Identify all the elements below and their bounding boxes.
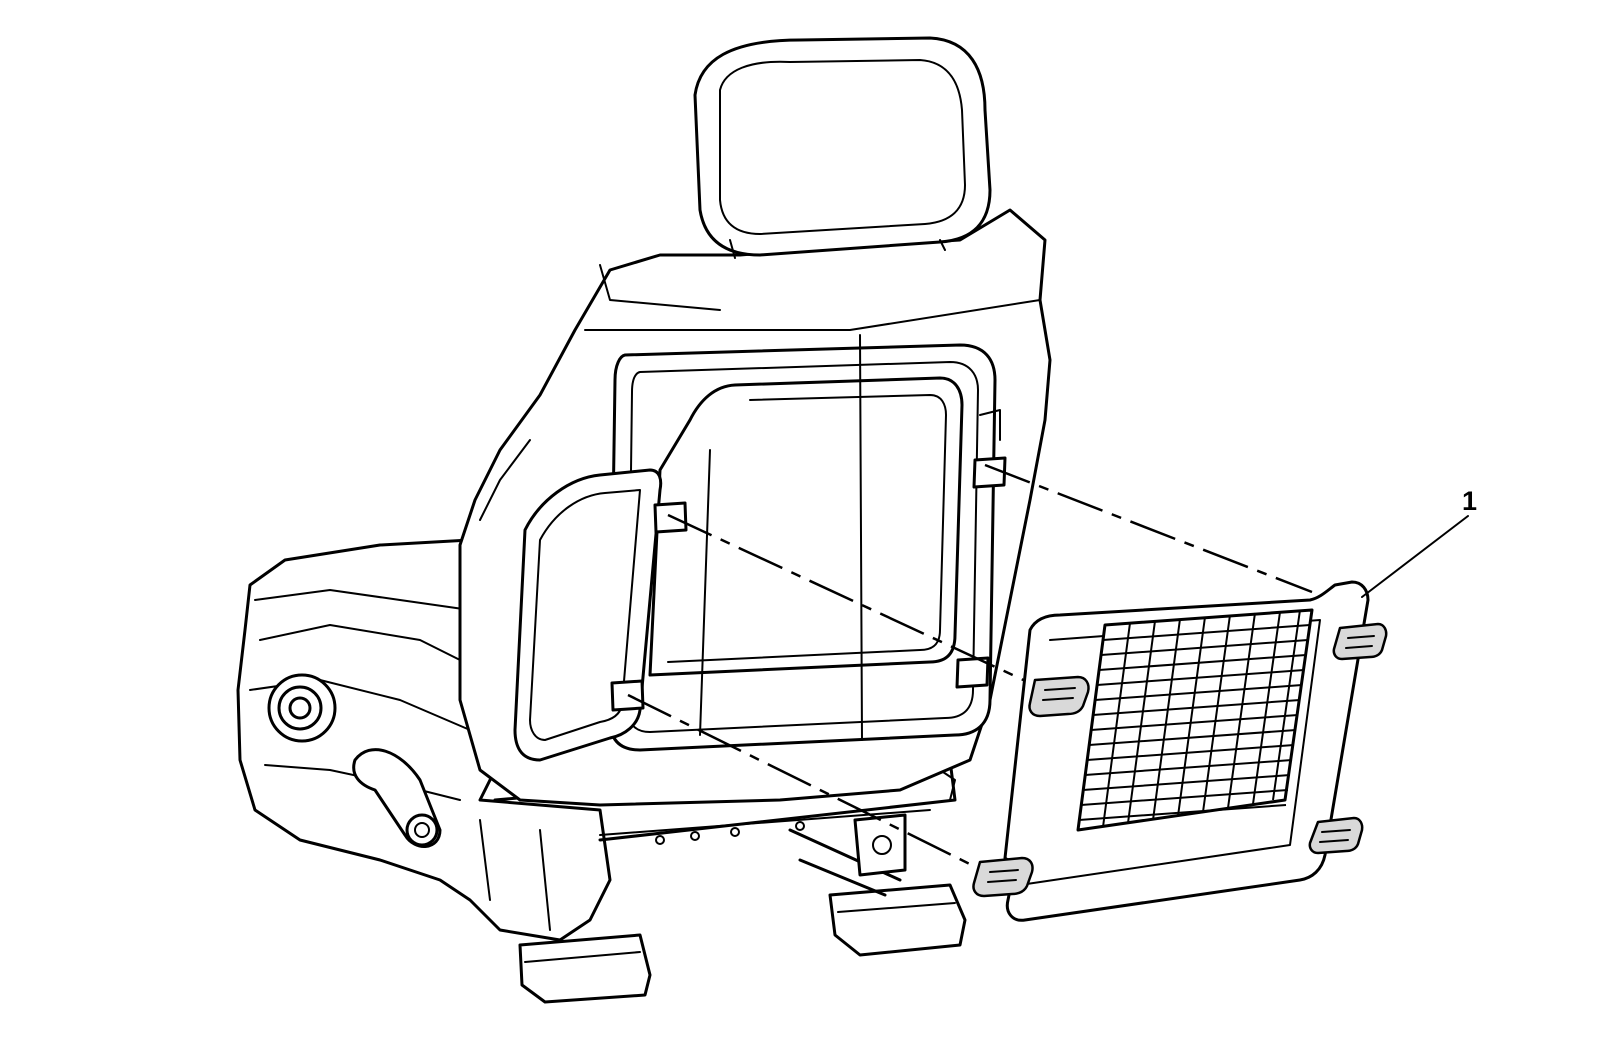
headrest-icon [693,36,992,259]
callout-leader-line [1361,515,1469,598]
seat-assembly-icon [236,36,1052,1004]
seat-back-panel-icon [972,580,1388,922]
clip-icon [1308,816,1364,855]
clip-icon [972,856,1034,898]
seatback-side-pocket [513,468,663,762]
seatback-opening [608,334,997,752]
callout-label: 1 [1462,486,1477,516]
seatback-clip-slots [610,409,1007,712]
seat-feet [518,828,967,1004]
clip-icon [1332,622,1388,661]
recline-knob-icon [267,673,337,743]
panel-grille [1076,608,1314,832]
seat-side-bracket [853,769,956,877]
clip-icon [1028,675,1090,718]
panel-retaining-clips [972,622,1388,898]
alignment-lines [627,463,1313,877]
seat-adjust-lever-icon [352,748,442,848]
callout-1: 1 [1361,486,1477,598]
